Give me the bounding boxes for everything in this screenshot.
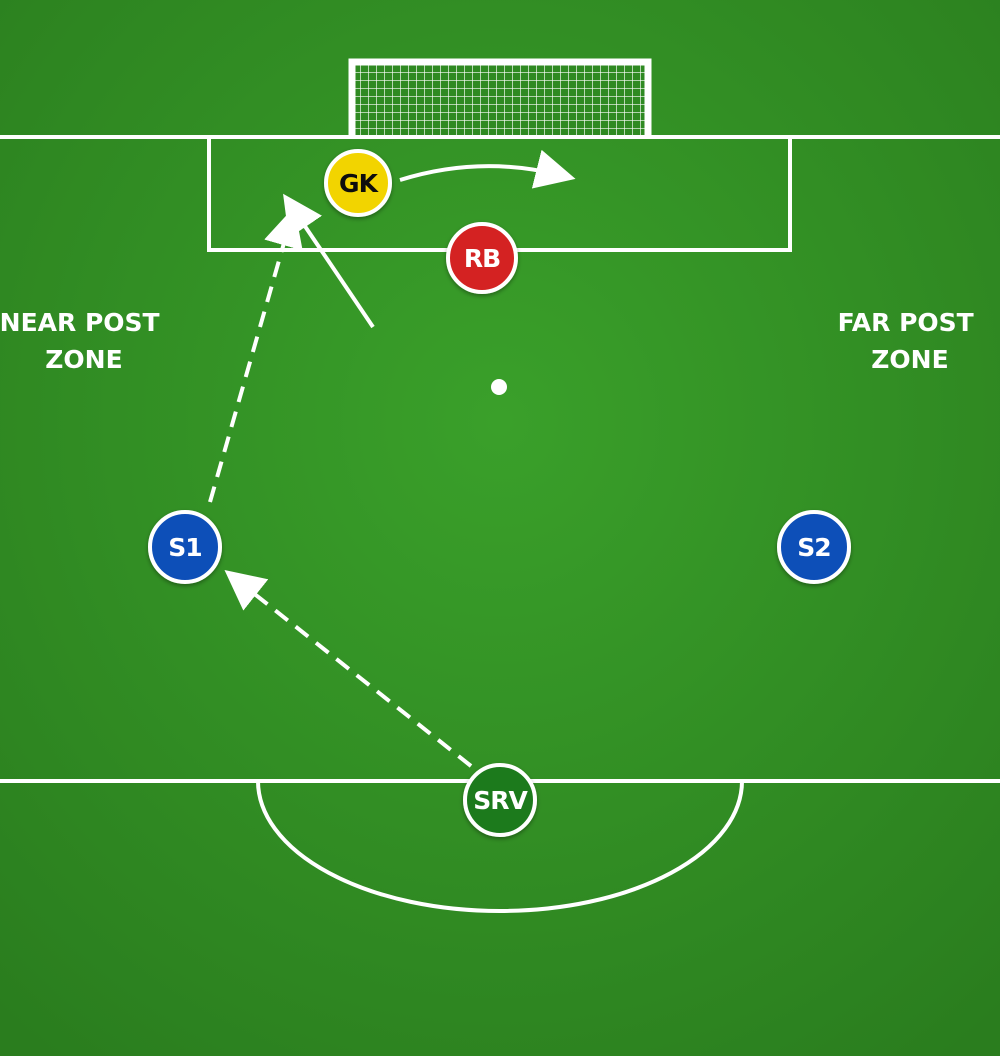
player-gk-marker <box>324 149 392 217</box>
movement-arrows <box>208 149 576 768</box>
pass-arrow-s1-to-goal <box>208 206 303 503</box>
pass-arrow-srv-to-s1 <box>224 570 473 768</box>
far-post-zone-label: FAR POST ZONE <box>838 308 983 374</box>
player-rb-label: RB <box>464 244 500 273</box>
player-s1-label: S1 <box>168 533 201 562</box>
near-post-zone-line1: NEAR POST <box>0 308 160 337</box>
far-post-zone-line1: FAR POST <box>838 308 974 337</box>
player-s2-marker <box>777 510 851 584</box>
goal <box>348 58 652 138</box>
near-post-zone-label: NEAR POST ZONE <box>0 308 168 374</box>
player-s2[interactable]: S2 <box>777 510 851 584</box>
player-gk-label: GK <box>339 169 380 198</box>
player-s2-label: S2 <box>797 533 830 562</box>
far-post-zone-line2: ZONE <box>871 345 948 374</box>
player-s1[interactable]: S1 <box>148 510 222 584</box>
run-arrow <box>283 193 375 329</box>
player-srv[interactable]: SRV <box>463 763 537 837</box>
penalty-spot <box>491 379 507 395</box>
player-gk[interactable]: GK <box>324 149 392 217</box>
player-rb[interactable]: RB <box>446 222 518 294</box>
player-srv-marker <box>463 763 537 837</box>
near-post-zone-line2: ZONE <box>45 345 122 374</box>
player-s1-marker <box>148 510 222 584</box>
gk-movement-arrow <box>399 149 576 189</box>
player-srv-label: SRV <box>473 786 528 815</box>
player-rb-marker <box>446 222 518 294</box>
penalty-arc <box>256 780 744 913</box>
